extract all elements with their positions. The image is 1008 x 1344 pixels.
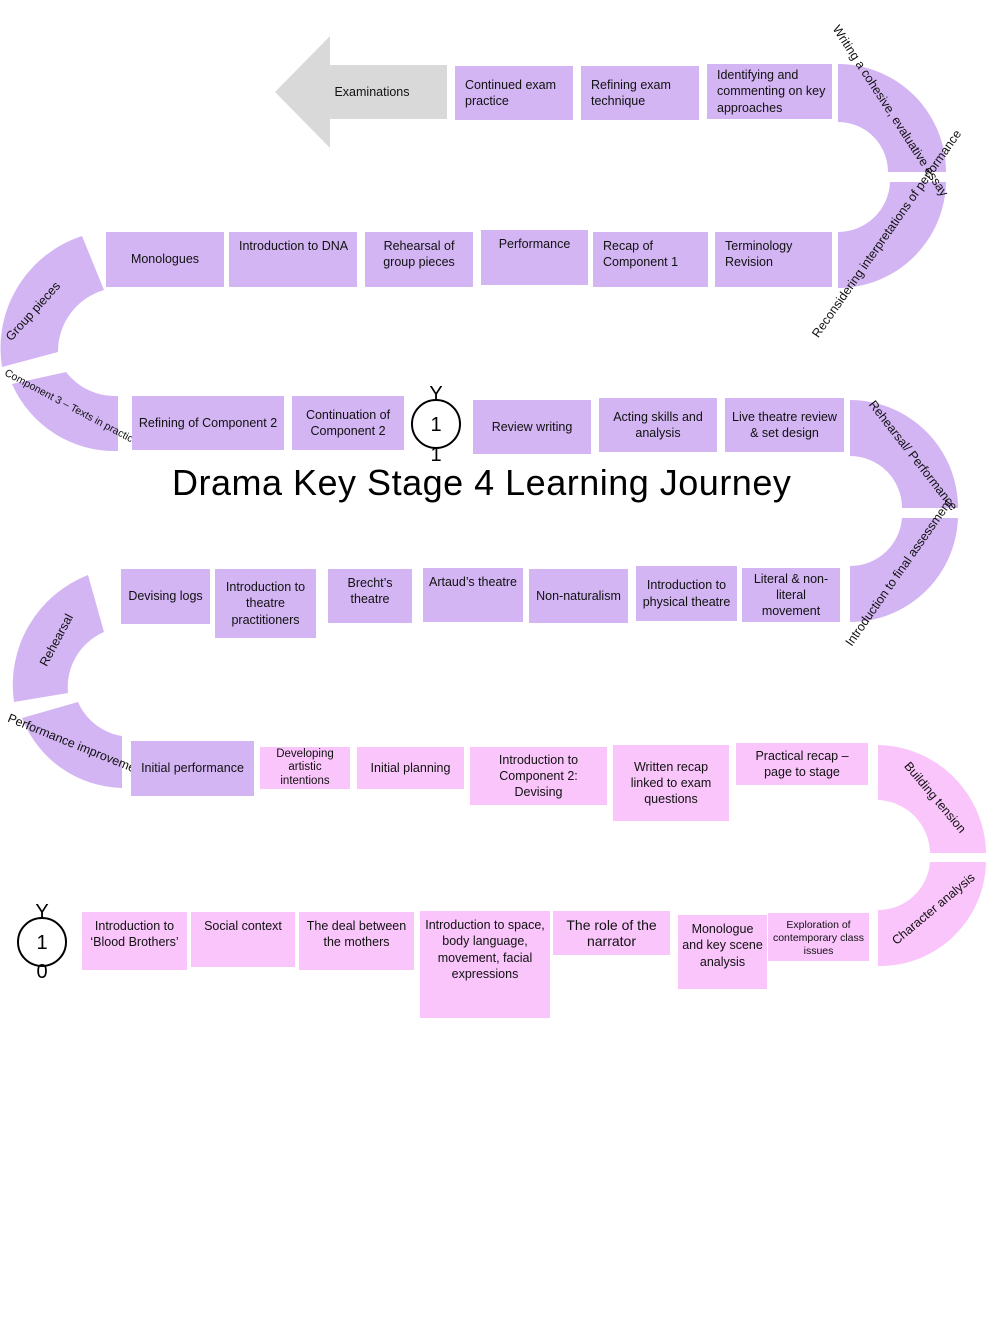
curve-segment (22, 702, 122, 788)
topic-box: Continued exam practice (455, 66, 573, 120)
topic-box: The deal between the mothers (299, 912, 414, 970)
topic-box: Terminology Revision (715, 232, 832, 287)
topic-box: Practical recap – page to stage (736, 743, 868, 785)
topic-box: Introduction to theatre practitioners (215, 569, 316, 638)
topic-box: Identifying and commenting on key approa… (707, 64, 832, 119)
curve-segment (850, 400, 958, 508)
curve-segment (878, 745, 986, 853)
topic-box: Introduction to ‘Blood Brothers’ (82, 912, 187, 970)
topic-box: Initial performance (131, 741, 254, 796)
year-marker-letter: Y (429, 383, 442, 405)
topic-box: Monologue and key scene analysis (678, 915, 767, 989)
curve-segment (878, 862, 986, 967)
curve-segment (838, 64, 946, 172)
year-11-marker (411, 399, 461, 449)
topic-box: Brecht’s theatre (328, 569, 412, 623)
topic-box: The role of the narrator (553, 911, 670, 955)
topic-box: Literal & non-literal movement (742, 568, 840, 622)
topic-box: Artaud’s theatre (423, 568, 523, 622)
page-title: Drama Key Stage 4 Learning Journey (172, 462, 792, 503)
topic-box: Developing artistic intentions (260, 747, 350, 789)
topic-box: Written recap linked to exam questions (613, 745, 729, 821)
year-marker-letter: Y (35, 901, 48, 923)
topic-box: Non-naturalism (529, 569, 628, 623)
curve-segment (12, 575, 104, 702)
topic-box: Continuation of Component 2 (292, 396, 404, 450)
topic-box: Rehearsal of group pieces (365, 232, 473, 287)
examinations-arrow (275, 36, 447, 148)
topic-box: Recap of Component 1 (593, 232, 708, 287)
examinations-label: Examinations (334, 85, 409, 99)
topic-box: Performance (481, 230, 588, 285)
year-marker-number: 1 (430, 444, 441, 466)
topic-box: Exploration of contemporary class issues (768, 913, 869, 961)
year-10-marker (17, 917, 67, 967)
curve-segment (838, 182, 946, 288)
topic-box: Review writing (473, 400, 591, 454)
curve-segment (12, 372, 118, 452)
topic-box: Refining of Component 2 (132, 396, 284, 450)
topic-box: Acting skills and analysis (599, 398, 717, 452)
topic-box: Social context (191, 912, 295, 967)
topic-box: Initial planning (357, 747, 464, 789)
topic-box: Refining exam technique (581, 66, 699, 120)
year-marker-number: 0 (36, 961, 47, 983)
year-marker-number: 1 (36, 932, 47, 954)
topic-box: Introduction to DNA (229, 232, 357, 287)
topic-box: Devising logs (121, 569, 210, 624)
topic-box: Introduction to space, body language, mo… (420, 911, 550, 1018)
topic-box: Monologues (106, 232, 224, 287)
curve-segment (0, 236, 105, 367)
year-marker-number: 1 (430, 414, 441, 436)
topic-box: Live theatre review & set design (725, 398, 844, 452)
curve-segment (850, 518, 958, 622)
topic-box: Introduction to physical theatre (636, 566, 737, 621)
topic-box: Introduction to Component 2: Devising (470, 747, 607, 805)
